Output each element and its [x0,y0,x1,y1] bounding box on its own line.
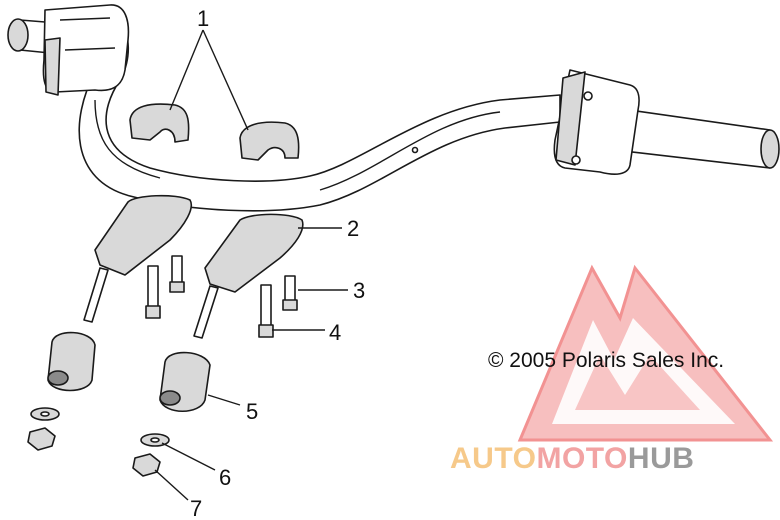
bolt-short-1 [169,255,185,293]
left-control-housing [42,4,130,96]
watermark-logo [517,264,774,442]
bolt-short-2 [282,275,298,311]
nut-left [27,427,56,451]
top-clamp-left [129,103,190,143]
callout-4: 4 [329,320,341,345]
callout-5: 5 [246,399,258,424]
bushing-left [47,331,96,392]
bushing-right [159,351,211,412]
watermark-text: AUTOMOTOHUB [450,442,694,475]
riser-left [83,194,192,323]
watermark-text-hub: HUB [628,442,695,475]
watermark-text-moto: MOTO [536,442,627,475]
callout-2: 2 [347,216,359,241]
copyright-text: © 2005 Polaris Sales Inc. [488,349,724,372]
callout-3: 3 [353,278,365,303]
bolt-long-2 [258,284,274,338]
callout-1: 1 [197,6,209,31]
nut-right [132,453,161,477]
washer-left [30,407,60,421]
right-control-housing [411,69,640,175]
callout-6: 6 [219,465,231,490]
leader-lines [154,29,348,501]
bolt-long-1 [145,265,161,319]
riser-right [193,213,304,339]
callout-7: 7 [190,496,202,520]
watermark-text-auto: AUTO [450,442,536,475]
top-clamp-right [239,121,300,161]
